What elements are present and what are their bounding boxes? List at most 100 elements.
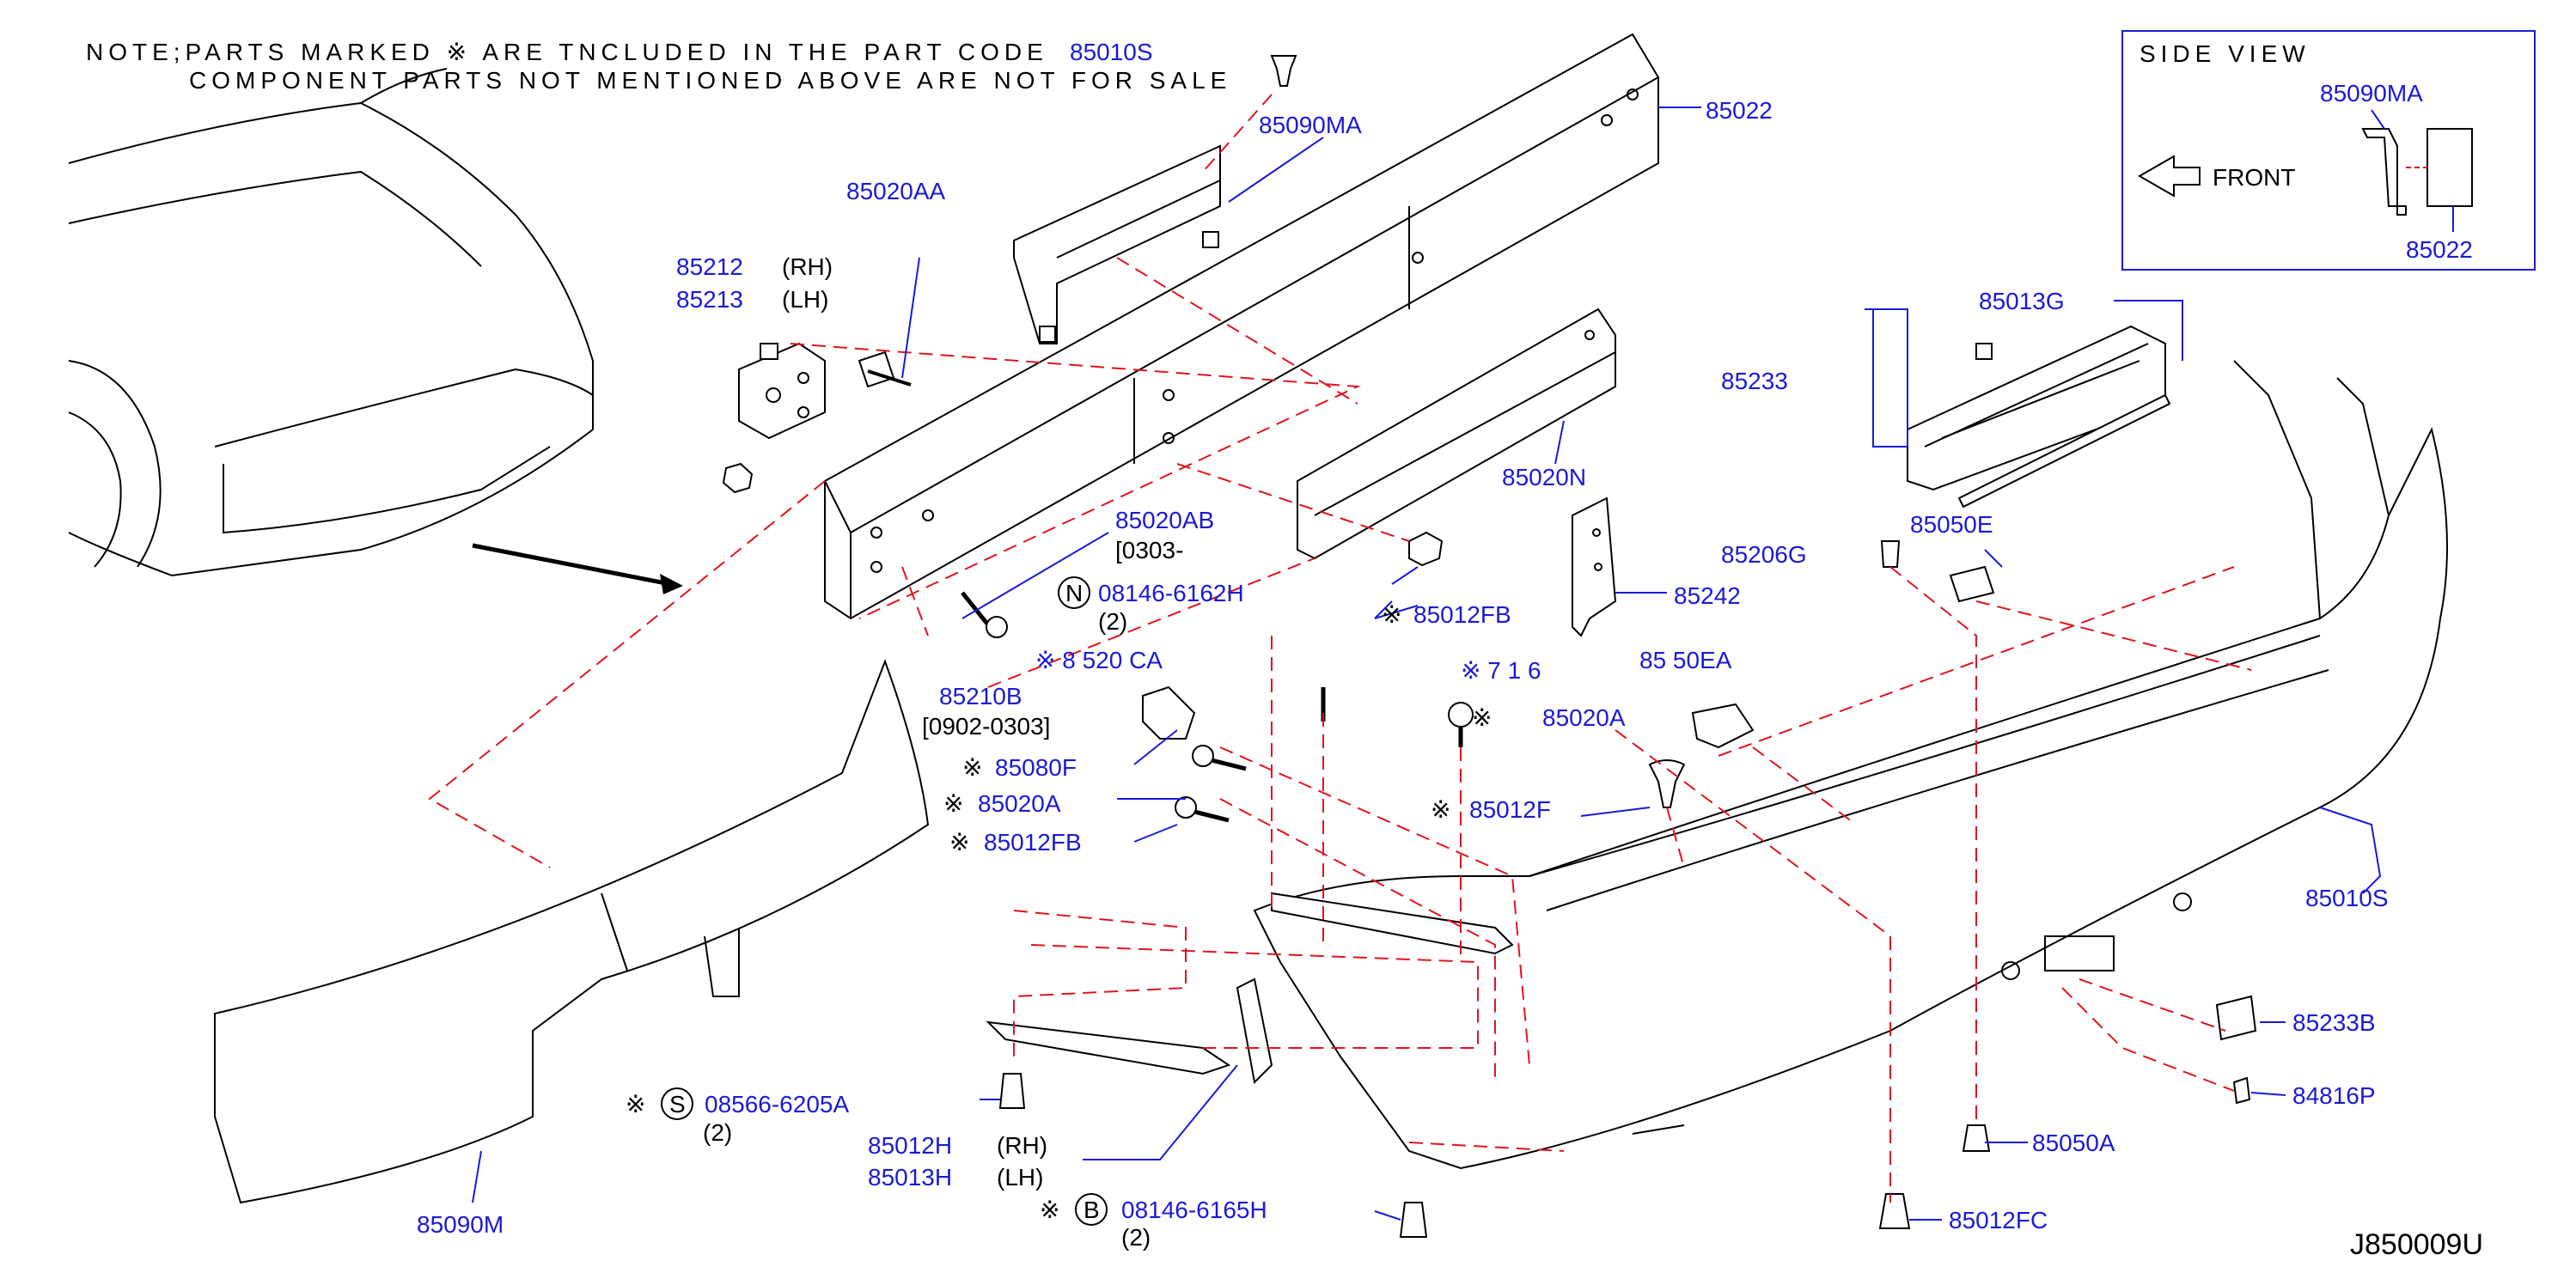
side-view-85090MA[interactable]: 85090MA xyxy=(2320,80,2423,107)
nut-left[interactable] xyxy=(722,462,754,494)
bracket-85020N[interactable] xyxy=(1297,308,1616,560)
label-85050A[interactable]: 85050A xyxy=(2032,1130,2115,1156)
side-view-title: SIDE VIEW xyxy=(2140,40,2310,67)
label-85212[interactable]: 85212 xyxy=(676,253,743,280)
diagram-code: J850009U xyxy=(2350,1228,2483,1261)
label-85012FB-left[interactable]: 85012FB xyxy=(984,829,1082,856)
bolt-85012FB-left[interactable] xyxy=(1175,796,1230,823)
b-symbol xyxy=(1075,1193,1108,1226)
bracket-85242[interactable] xyxy=(1572,496,1617,637)
bolt-85020AA[interactable] xyxy=(858,350,912,388)
bolt-85050A[interactable] xyxy=(1962,1124,1991,1152)
label-85012FC[interactable]: 85012FC xyxy=(1949,1207,2048,1233)
front-arrow-icon xyxy=(2137,155,2201,198)
label-qty-s: (2) xyxy=(703,1119,732,1146)
label-85020AB-date: [0303- xyxy=(1115,537,1183,563)
label-08146-6165H[interactable]: 08146-6165H xyxy=(1121,1197,1267,1223)
bolt-85020A-mid[interactable] xyxy=(1448,702,1474,747)
bracket-85012H[interactable] xyxy=(986,978,1273,1085)
clip-85050E[interactable] xyxy=(1949,565,1995,603)
label-qty-b: (2) xyxy=(1121,1224,1151,1251)
label-85233B[interactable]: 85233B xyxy=(2292,1009,2376,1036)
clip-85233B[interactable] xyxy=(2215,995,2257,1041)
kome-85012F: ※ xyxy=(1431,796,1450,823)
clip-top[interactable] xyxy=(1270,55,1297,87)
label-08146-6162H[interactable]: 08146-6162H xyxy=(1098,580,1244,606)
n-letter: N xyxy=(1065,580,1083,606)
bracket-85212[interactable] xyxy=(738,342,826,440)
bumper-reinforcement-85022[interactable] xyxy=(824,33,1659,620)
fastener-85080F[interactable] xyxy=(1142,685,1196,740)
bolt-85020AB[interactable] xyxy=(961,591,1008,638)
label-85233[interactable]: 85233 xyxy=(1721,368,1788,394)
label-84816P[interactable]: 84816P xyxy=(2292,1082,2376,1109)
label-85210B-date: [0902-0303] xyxy=(922,713,1050,740)
label-85242[interactable]: 85242 xyxy=(1674,582,1741,609)
b-letter: B xyxy=(1084,1197,1100,1223)
label-85213[interactable]: 85213 xyxy=(676,286,743,313)
kome-08146-6165H: ※ xyxy=(1040,1197,1059,1223)
label-85020CA[interactable]: ※ 8 520 CA xyxy=(1035,647,1163,673)
label-lh-1: (LH) xyxy=(782,286,828,313)
label-85020A-left[interactable]: 85020A xyxy=(978,790,1061,817)
absorber-85090MA[interactable] xyxy=(1013,144,1221,344)
label-8-1-6[interactable]: ※ 7 1 6 xyxy=(1461,657,1541,684)
s-letter: S xyxy=(669,1091,686,1118)
bracket-side-upper[interactable] xyxy=(1271,892,1514,955)
label-85012F[interactable]: 85012F xyxy=(1469,796,1551,823)
side-view-85022[interactable]: 85022 xyxy=(2406,236,2473,263)
label-85020N[interactable]: 85020N xyxy=(1502,464,1586,490)
nut-85020N[interactable] xyxy=(1408,531,1444,567)
label-08566-6205A[interactable]: 08566-6205A xyxy=(705,1091,849,1118)
label-85013G[interactable]: 85013G xyxy=(1979,288,2065,314)
side-view-front: FRONT xyxy=(2213,164,2295,191)
label-85020A-mid[interactable]: 85020A xyxy=(1542,704,1626,731)
side-view-inset: SIDE VIEW 85090MA FRONT 85022 xyxy=(2121,30,2536,271)
bolt-85012H[interactable] xyxy=(998,1073,1026,1109)
absorber-85090M[interactable] xyxy=(214,659,930,1204)
label-85012FB-top[interactable]: 85012FB xyxy=(1413,601,1511,628)
label-lh-2: (LH) xyxy=(997,1164,1043,1191)
clip-85012FC[interactable] xyxy=(1878,1193,1911,1229)
label-85080F[interactable]: 85080F xyxy=(995,754,1077,781)
kome-85012FB-top: ※ xyxy=(1382,601,1401,628)
kome-85080F: ※ xyxy=(962,754,982,781)
label-85020AB[interactable]: 85020AB xyxy=(1115,507,1214,533)
label-85010S[interactable]: 85010S xyxy=(2305,885,2389,911)
label-85210B[interactable]: 85210B xyxy=(939,683,1022,710)
bumper-fascia-85010S[interactable] xyxy=(1253,360,2448,1170)
label-85013H[interactable]: 85013H xyxy=(868,1164,952,1191)
label-qty-n: (2) xyxy=(1098,608,1127,635)
label-85020AA[interactable]: 85020AA xyxy=(846,178,946,204)
absorber-85013G[interactable] xyxy=(1907,325,2171,509)
direction-arrow-head xyxy=(660,574,683,594)
clip-84816P[interactable] xyxy=(2232,1076,2251,1105)
label-85090M[interactable]: 85090M xyxy=(417,1211,504,1238)
label-85090MA[interactable]: 85090MA xyxy=(1259,112,1362,138)
kome-85020A-mid: ※ xyxy=(1472,704,1492,731)
clip-85206G[interactable] xyxy=(1880,540,1901,568)
label-85050EA[interactable]: 85 50EA xyxy=(1639,647,1732,673)
label-85012H[interactable]: 85012H xyxy=(868,1132,952,1159)
label-rh-2: (RH) xyxy=(997,1132,1047,1159)
bolt-85020A-left[interactable] xyxy=(1192,745,1247,771)
kome-85020A-left: ※ xyxy=(943,790,963,817)
label-85022[interactable]: 85022 xyxy=(1706,97,1773,124)
note-line-2: COMPONENT PARTS NOT MENTIONED ABOVE ARE … xyxy=(189,67,1231,94)
installation-lines xyxy=(428,94,2252,1203)
bolt-bottom[interactable] xyxy=(1399,1202,1428,1238)
vehicle-outline xyxy=(68,68,594,577)
label-rh-1: (RH) xyxy=(782,253,833,280)
label-85206G[interactable]: 85206G xyxy=(1721,541,1807,568)
kome-85012FB-left: ※ xyxy=(949,829,969,856)
leader-lines xyxy=(472,107,2382,1221)
note-line-1: NOTE;PARTS MARKED ※ ARE TNCLUDED IN THE … xyxy=(86,39,1048,65)
clip-85012F[interactable] xyxy=(1648,759,1686,808)
part-85010S-top[interactable]: 85010S xyxy=(1070,39,1153,65)
s-symbol xyxy=(661,1087,693,1120)
label-85050E[interactable]: 85050E xyxy=(1910,511,1993,538)
n-symbol xyxy=(1058,576,1090,609)
clip-85050EA[interactable] xyxy=(1691,703,1755,749)
